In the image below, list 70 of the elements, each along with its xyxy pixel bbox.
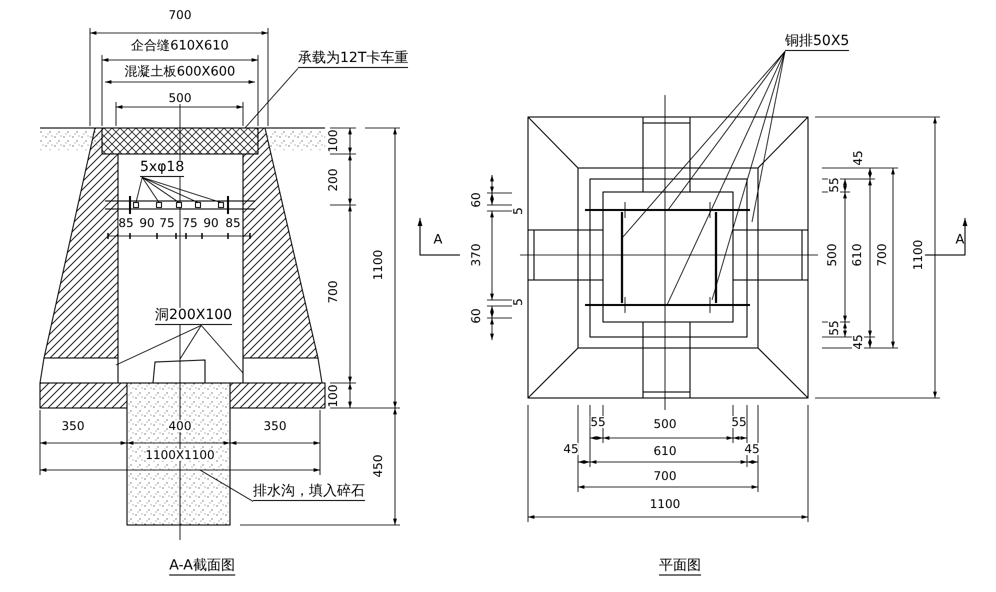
- dimension-text: 400: [168, 420, 192, 432]
- section-mark-letter: A: [956, 234, 964, 246]
- view-title: 平面图: [659, 558, 701, 576]
- leader-line: [712, 51, 786, 300]
- bolt-hole: [218, 202, 224, 208]
- bolt-hole: [156, 202, 162, 208]
- dimension-note: 混凝土板600X600: [124, 66, 236, 78]
- leader-line: [142, 176, 198, 203]
- dimension-text: 85: [118, 217, 134, 229]
- leader-line: [116, 325, 202, 366]
- dimension-text: 45: [852, 150, 864, 166]
- dimension-text: 90: [139, 217, 155, 229]
- dimension-text: 1100: [372, 250, 384, 280]
- dimension-text: 60: [470, 192, 482, 208]
- leader-line: [142, 176, 222, 203]
- view-title: A-A截面图: [169, 558, 235, 576]
- dimension-text: 75: [182, 217, 198, 229]
- dimension-text: 350: [264, 420, 286, 432]
- leader-line: [180, 325, 202, 360]
- bolt-hole: [195, 202, 201, 208]
- dimension-text: 610: [654, 445, 676, 457]
- dimension-text: 200: [327, 168, 339, 192]
- dimension-text: 610: [851, 244, 863, 266]
- dimension-text: 45: [563, 443, 579, 455]
- dimension-text: 55: [828, 320, 840, 336]
- dimension-text: 55: [590, 416, 606, 428]
- dimension-text: 700: [168, 9, 192, 21]
- leader-line: [668, 51, 786, 210]
- dimension-text: 500: [654, 418, 676, 430]
- annotation-text: 洞200X100: [155, 308, 232, 326]
- leader-line: [200, 325, 244, 374]
- dimension-text: 55: [828, 177, 840, 193]
- dimension-text: 5: [512, 207, 524, 215]
- dimension-text: 85: [225, 217, 241, 229]
- dimension-text: 500: [168, 92, 192, 104]
- dimension-text: 100: [327, 384, 339, 408]
- bolt-hole: [176, 202, 182, 208]
- annotation-text: 铜排50X5: [785, 34, 850, 52]
- leader-line: [136, 176, 143, 203]
- dimension-text: 450: [372, 454, 384, 478]
- section-mark-letter: A: [434, 234, 442, 246]
- dimension-text: 45: [744, 443, 760, 455]
- dimension-text: 60: [470, 308, 482, 324]
- dimension-text: 45: [852, 334, 864, 350]
- dimension-text: 5: [512, 298, 524, 306]
- dimension-text: 75: [159, 217, 175, 229]
- dimension-text: 370: [470, 244, 482, 266]
- leader-line: [244, 68, 298, 128]
- dimension-text: 700: [327, 280, 339, 304]
- dimension-text: 90: [203, 217, 219, 229]
- dimension-text: 55: [731, 416, 747, 428]
- leader-line: [752, 51, 786, 222]
- annotation-text: 承载为12T卡车重: [298, 51, 408, 68]
- dimension-text: 500: [826, 244, 838, 266]
- leader-line: [666, 51, 786, 306]
- bolt-hole: [133, 202, 139, 208]
- leader-line: [142, 176, 160, 203]
- leader-line: [142, 176, 180, 203]
- dimension-text: 100: [327, 130, 339, 152]
- leader-line: [200, 470, 254, 502]
- leader-line: [622, 51, 786, 238]
- dimension-text: 700: [654, 470, 676, 482]
- dimension-text: 1100: [650, 498, 680, 510]
- annotation-text: 排水沟，填入碎石: [253, 484, 365, 502]
- dimension-text: 350: [62, 420, 84, 432]
- dimension-text: 700: [876, 244, 888, 266]
- dimension-text: 1100: [912, 240, 924, 270]
- dimension-text: 1100X1100: [145, 449, 215, 461]
- annotation-text: 5xφ18: [140, 160, 184, 178]
- dimension-note: 企合缝610X610: [131, 40, 229, 52]
